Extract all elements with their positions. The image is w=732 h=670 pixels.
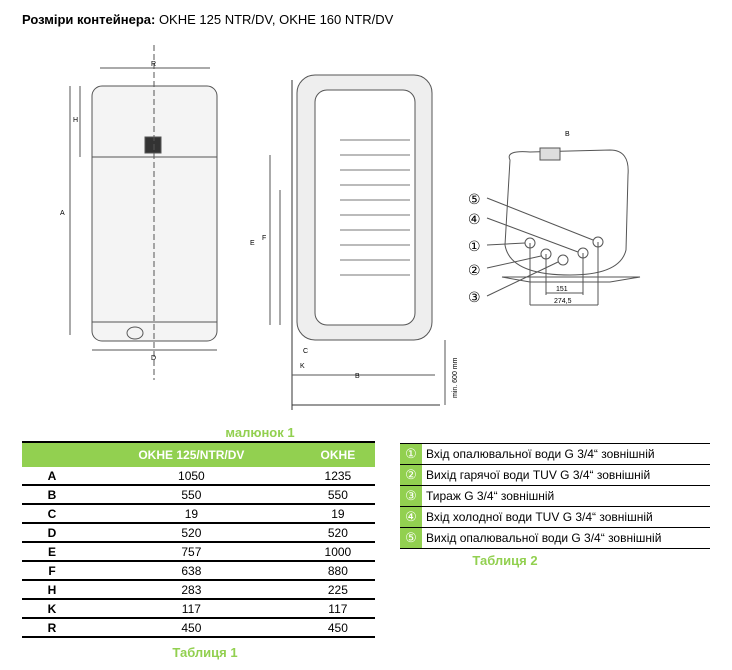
cell-value: 117: [82, 599, 301, 619]
cell-value: 225: [300, 580, 375, 600]
dim-label-f: F: [262, 235, 266, 242]
row-key: A: [22, 467, 82, 486]
callout-5: ⑤: [468, 192, 481, 208]
table1-caption: Таблиця 1: [172, 645, 238, 660]
connection-description: Вихід гарячої води TUV G 3/4“ зовнішній: [422, 464, 710, 486]
dim-label-k: K: [300, 363, 305, 370]
dim-label-e: E: [250, 240, 255, 247]
connection-number: ①: [400, 443, 422, 465]
row-key: H: [22, 580, 82, 600]
row-key: E: [22, 542, 82, 562]
callout-4: ④: [468, 212, 481, 228]
row-key: R: [22, 618, 82, 638]
table-header: [22, 441, 82, 467]
cell-value: 450: [300, 618, 375, 638]
row-key: C: [22, 504, 82, 524]
page-title: Розміри контейнера: OKHE 125 NTR/DV, OKH…: [22, 12, 394, 27]
row-key: K: [22, 599, 82, 619]
cell-value: 520: [300, 523, 375, 543]
callout-2: ②: [468, 263, 481, 279]
dim-label-r: R: [151, 61, 156, 68]
figure-caption: малюнок 1: [225, 425, 295, 440]
table-header: OKHE 125/NTR/DV: [82, 441, 301, 467]
connection-description: Вхід холодної води TUV G 3/4“ зовнішній: [422, 506, 710, 528]
cell-value: 19: [82, 504, 301, 524]
connection-description: Тираж G 3/4“ зовнішній: [422, 485, 710, 507]
row-key: F: [22, 561, 82, 581]
dim-label-151: 151: [556, 286, 568, 293]
cell-value: 1000: [300, 542, 375, 562]
dim-label-a: A: [60, 210, 65, 217]
container-dimension-drawing: R A H D E F C K B B 151 274,5 min. 600 m…: [60, 45, 641, 410]
cell-value: 283: [82, 580, 301, 600]
dim-label-h: H: [73, 117, 78, 124]
callout-3: ③: [468, 290, 481, 306]
view-label-b: B: [565, 131, 570, 138]
cell-value: 19: [300, 504, 375, 524]
row-key: D: [22, 523, 82, 543]
min-clearance-label: min. 600 mm: [452, 357, 459, 398]
dim-label-274: 274,5: [554, 298, 572, 305]
dim-label-d: D: [151, 355, 156, 362]
cell-value: 550: [300, 485, 375, 505]
cell-value: 117: [300, 599, 375, 619]
connection-number: ③: [400, 485, 422, 507]
cell-value: 757: [82, 542, 301, 562]
dim-label-c: C: [303, 348, 308, 355]
cell-value: 520: [82, 523, 301, 543]
table-header: OKHE: [300, 441, 375, 467]
dim-label-b: B: [355, 373, 360, 380]
callout-1: ①: [468, 239, 481, 255]
connection-description: Вихід опалювальної води G 3/4“ зовнішній: [422, 527, 710, 549]
connection-number: ④: [400, 506, 422, 528]
connection-number: ②: [400, 464, 422, 486]
cell-value: 638: [82, 561, 301, 581]
cell-value: 550: [82, 485, 301, 505]
cell-value: 880: [300, 561, 375, 581]
cell-value: 450: [82, 618, 301, 638]
tank-bottom-view: [504, 149, 629, 276]
cell-value: 1050: [82, 467, 301, 486]
table2-caption: Таблиця 2: [472, 553, 538, 568]
table-header-row: OKHE 125/NTR/DV OKHE: [22, 441, 375, 467]
row-key: B: [22, 485, 82, 505]
connection-number: ⑤: [400, 527, 422, 549]
cell-value: 1235: [300, 467, 375, 486]
connection-description: Вхід опалювальної води G 3/4“ зовнішній: [422, 443, 710, 465]
